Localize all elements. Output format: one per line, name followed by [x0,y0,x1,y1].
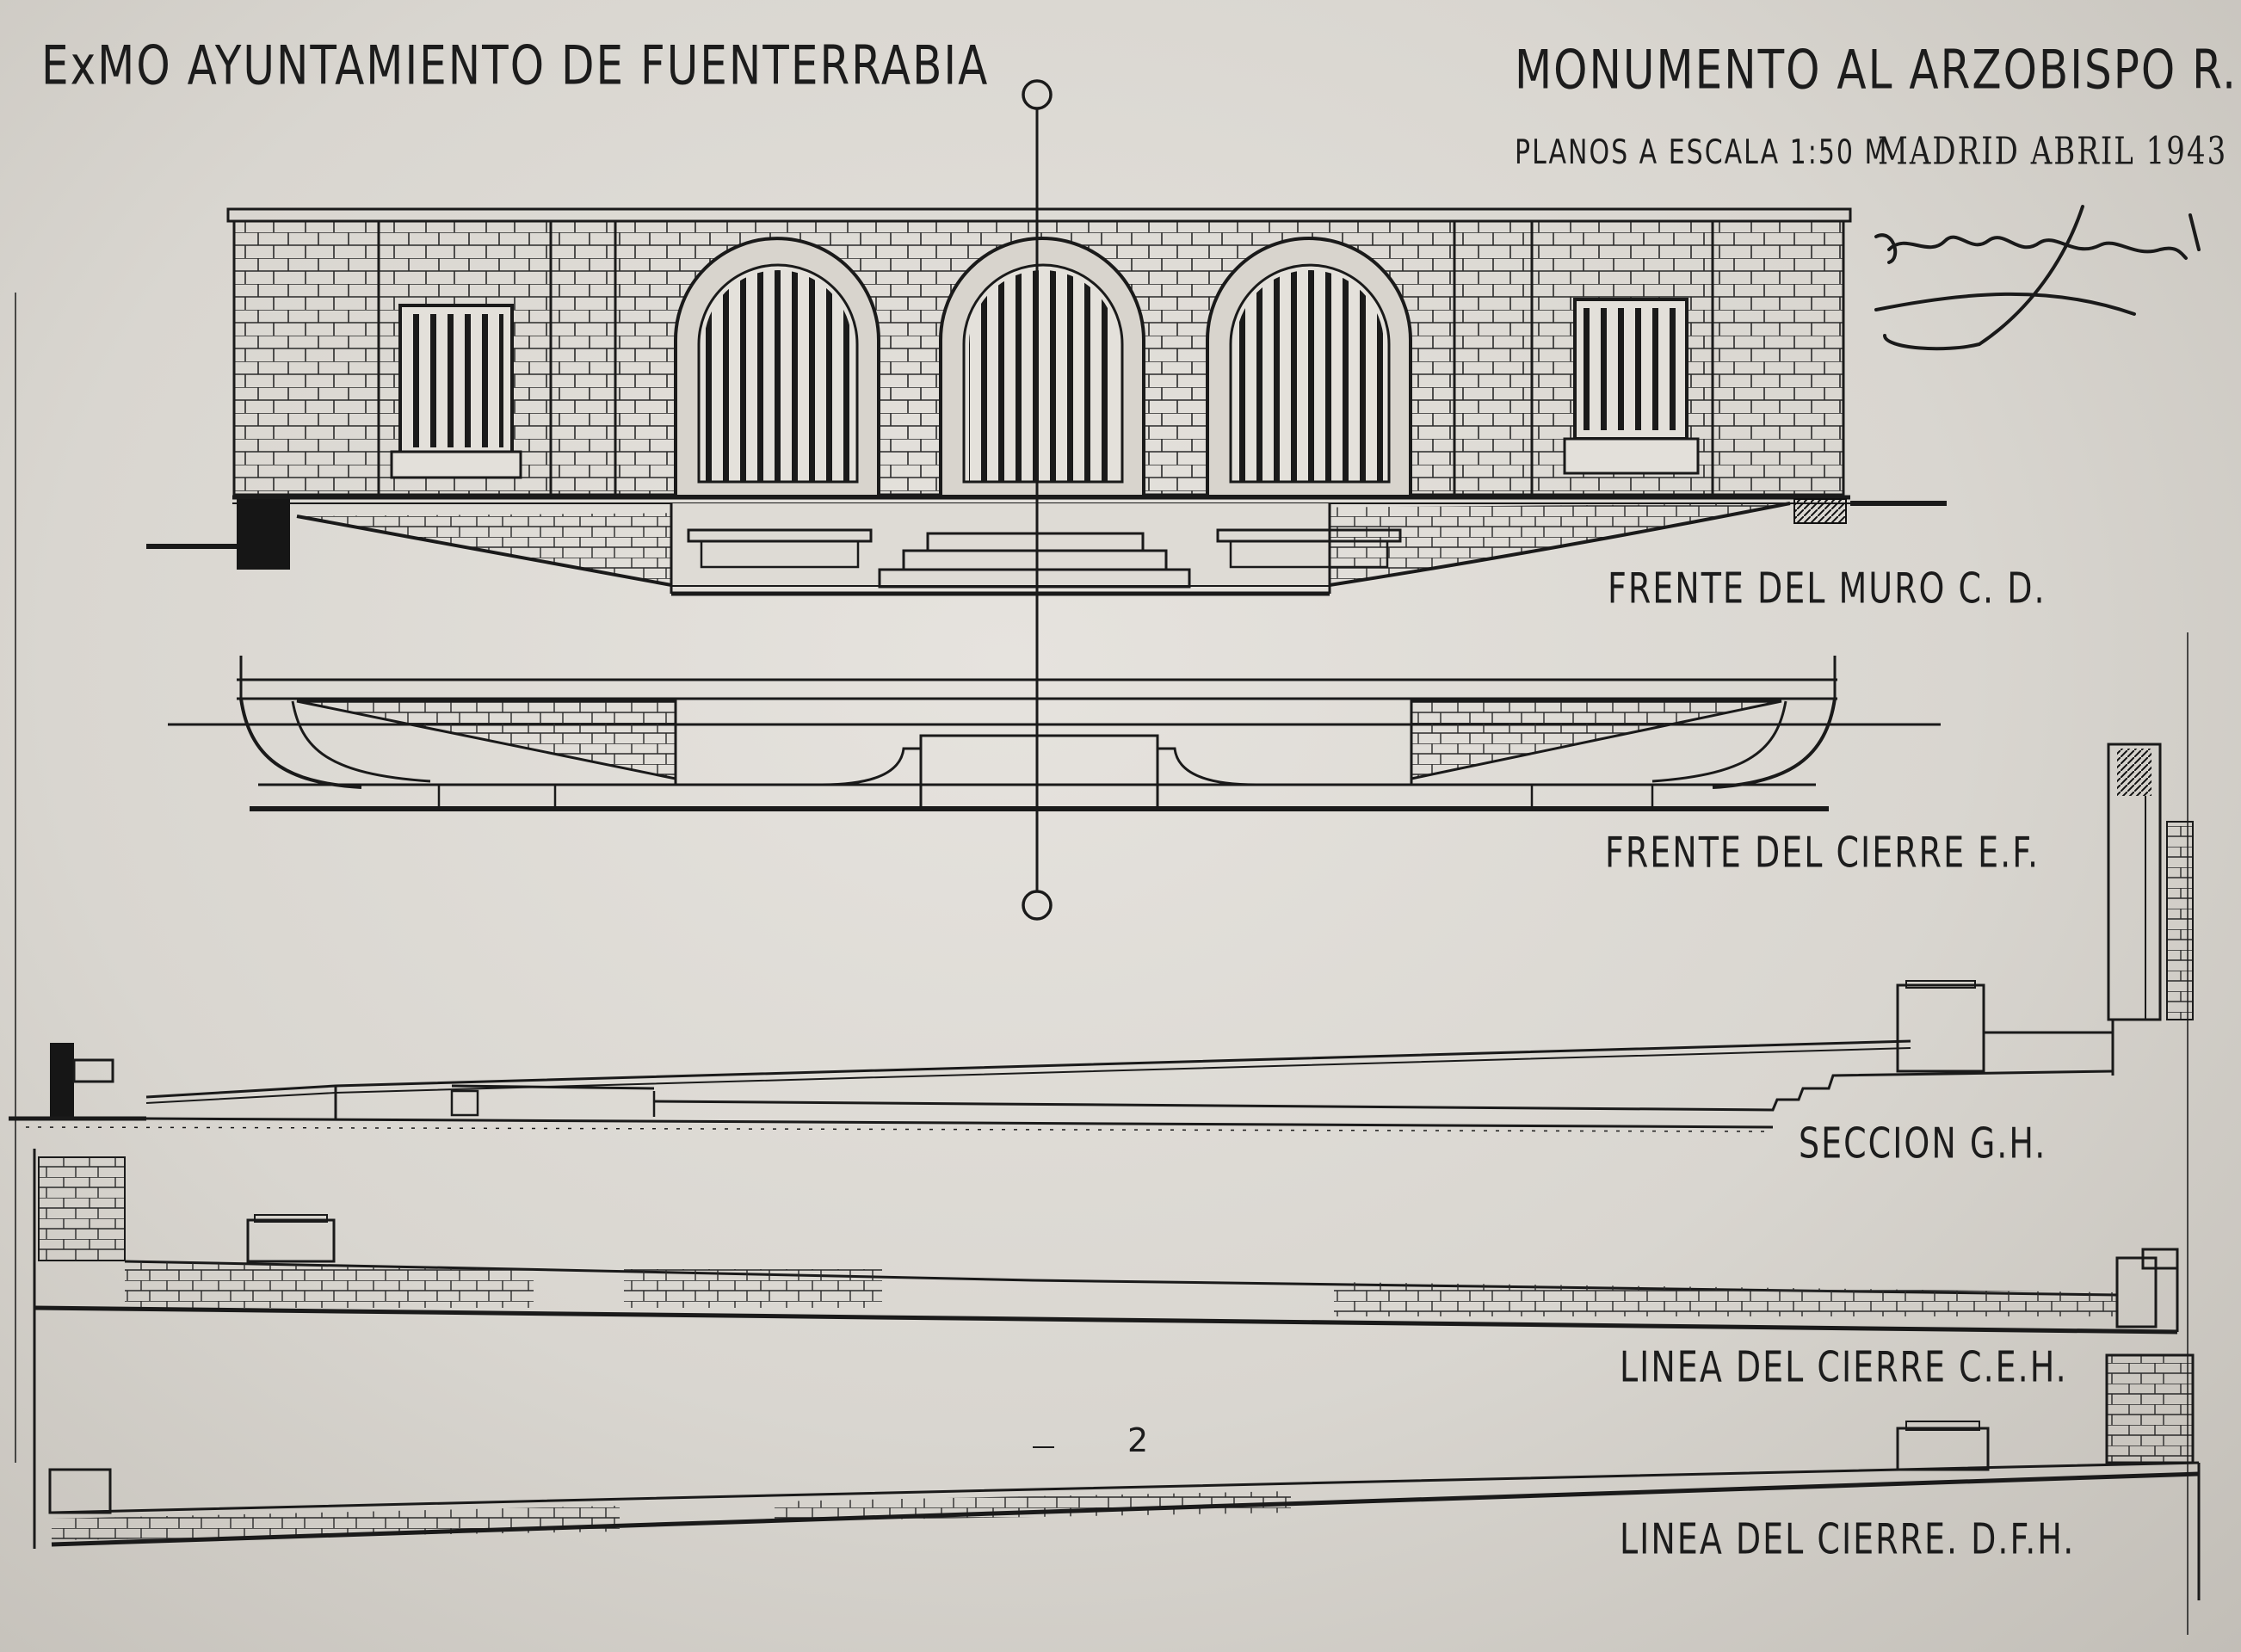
enclosure-line-ceh [33,1149,2179,1549]
wall-front-caption: FRENTE DEL MURO C. D. [1608,564,2047,613]
place-date: MADRID ABRIL 1943 [1878,129,2228,174]
authority-title: ExMO AYUNTAMIENTO DE FUENTERRABIA [41,34,990,97]
line-dfh-caption: LINEA DEL CIERRE. D.F.H. [1620,1514,2076,1564]
wall-front-elevation [146,207,1947,596]
line-ceh-caption: LINEA DEL CIERRE C.E.H. [1620,1342,2068,1392]
right-window [1563,298,1700,475]
center-arch [939,237,1145,495]
scale-note: PLANOS A ESCALA 1:50 M [1515,133,1889,173]
left-arch [674,237,880,495]
enclosure-front-elevation [168,656,1941,811]
enclosure-line-dfh [48,1353,2201,1600]
enclosure-front-caption: FRENTE DEL CIERRE E.F. [1605,828,2040,878]
project-title: MONUMENTO AL ARZOBISPO R. SANDOVAL [1515,39,2241,102]
architect-signature [1874,205,2201,351]
left-window [390,304,522,479]
margin-note: 2 [1127,1421,1151,1459]
right-arch [1206,237,1412,495]
center-axis [1022,79,1053,921]
side-pillar [2107,743,2194,1021]
section-caption: SECCION G.H. [1799,1119,2047,1168]
section-gh [9,980,2114,1132]
arched-gates [674,237,1412,495]
